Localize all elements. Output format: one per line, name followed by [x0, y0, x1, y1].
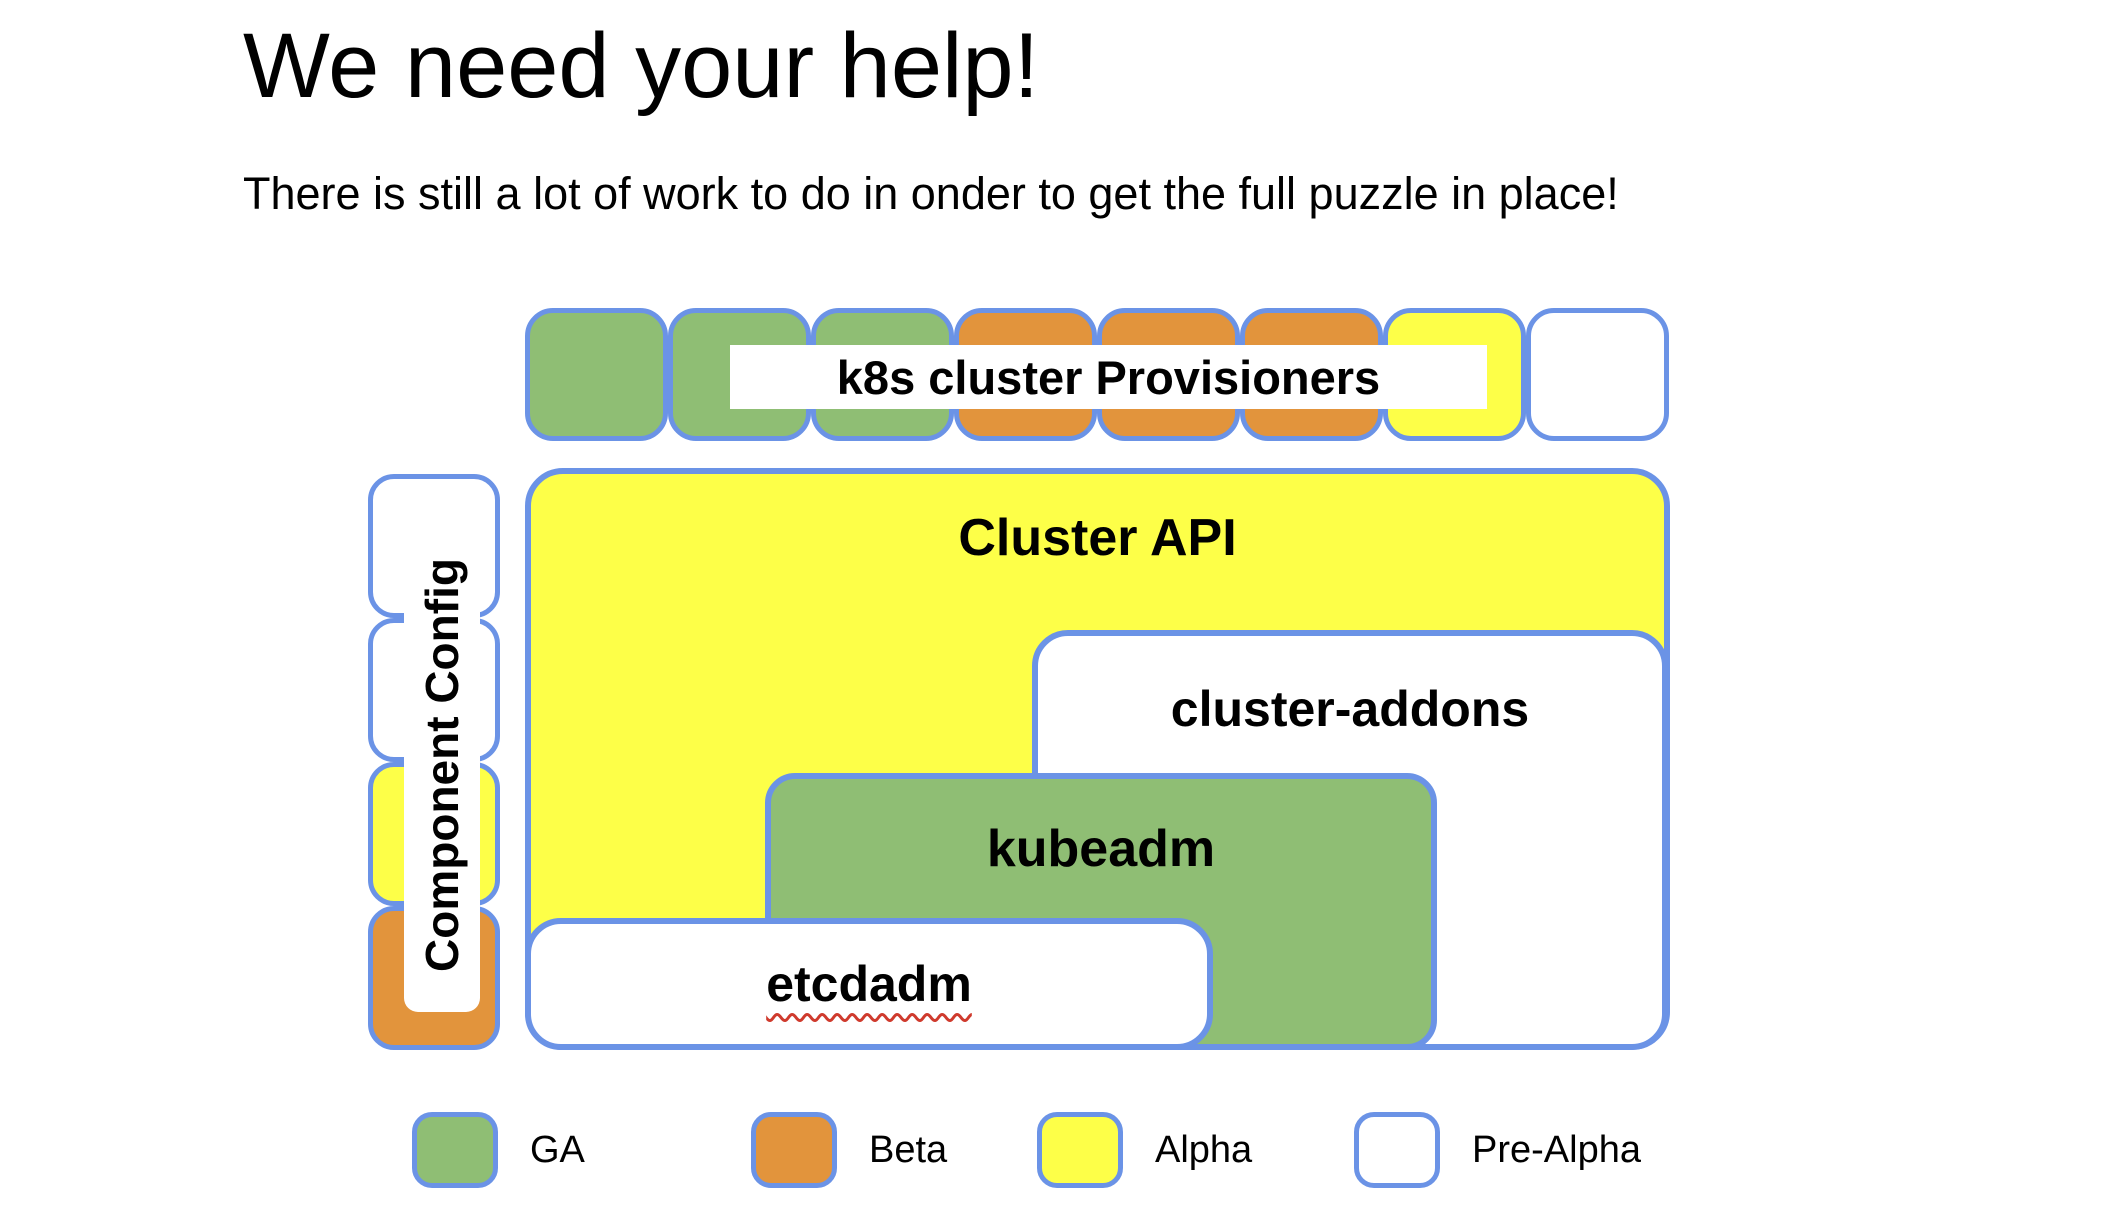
legend-swatch-ga	[412, 1112, 498, 1188]
page-title: We need your help!	[243, 15, 1040, 117]
puzzle-piece-ga	[525, 308, 668, 441]
legend-item-alpha: Alpha	[1037, 1112, 1252, 1188]
etcdadm-box: etcdadm	[525, 918, 1213, 1050]
cluster-addons-label: cluster-addons	[1170, 681, 1530, 737]
legend-swatch-beta	[751, 1112, 837, 1188]
legend-item-ga: GA	[412, 1112, 585, 1188]
legend-item-beta: Beta	[751, 1112, 947, 1188]
page-subtitle: There is still a lot of work to do in on…	[243, 168, 1619, 219]
legend-label: Alpha	[1155, 1128, 1253, 1171]
component-config-label-box: Component Config	[404, 518, 480, 1012]
legend-swatch-alpha	[1037, 1112, 1123, 1188]
component-config-label: Component Config	[416, 558, 469, 972]
cluster-api-box: Cluster API cluster-addons kubeadm etcda…	[525, 468, 1670, 1050]
kubeadm-label: kubeadm	[986, 820, 1216, 878]
etcdadm-label: etcdadm	[766, 956, 972, 1012]
legend: GA Beta Alpha Pre-Alpha	[0, 1112, 2126, 1188]
legend-swatch-pre-alpha	[1354, 1112, 1440, 1188]
provisioners-label: k8s cluster Provisioners	[730, 345, 1487, 409]
puzzle-piece-pre-alpha	[1526, 308, 1669, 441]
legend-label: GA	[530, 1128, 585, 1171]
legend-label: Beta	[869, 1128, 948, 1171]
legend-item-pre-alpha: Pre-Alpha	[1354, 1112, 1641, 1188]
legend-label: Pre-Alpha	[1472, 1128, 1641, 1171]
cluster-api-label: Cluster API	[958, 509, 1237, 567]
